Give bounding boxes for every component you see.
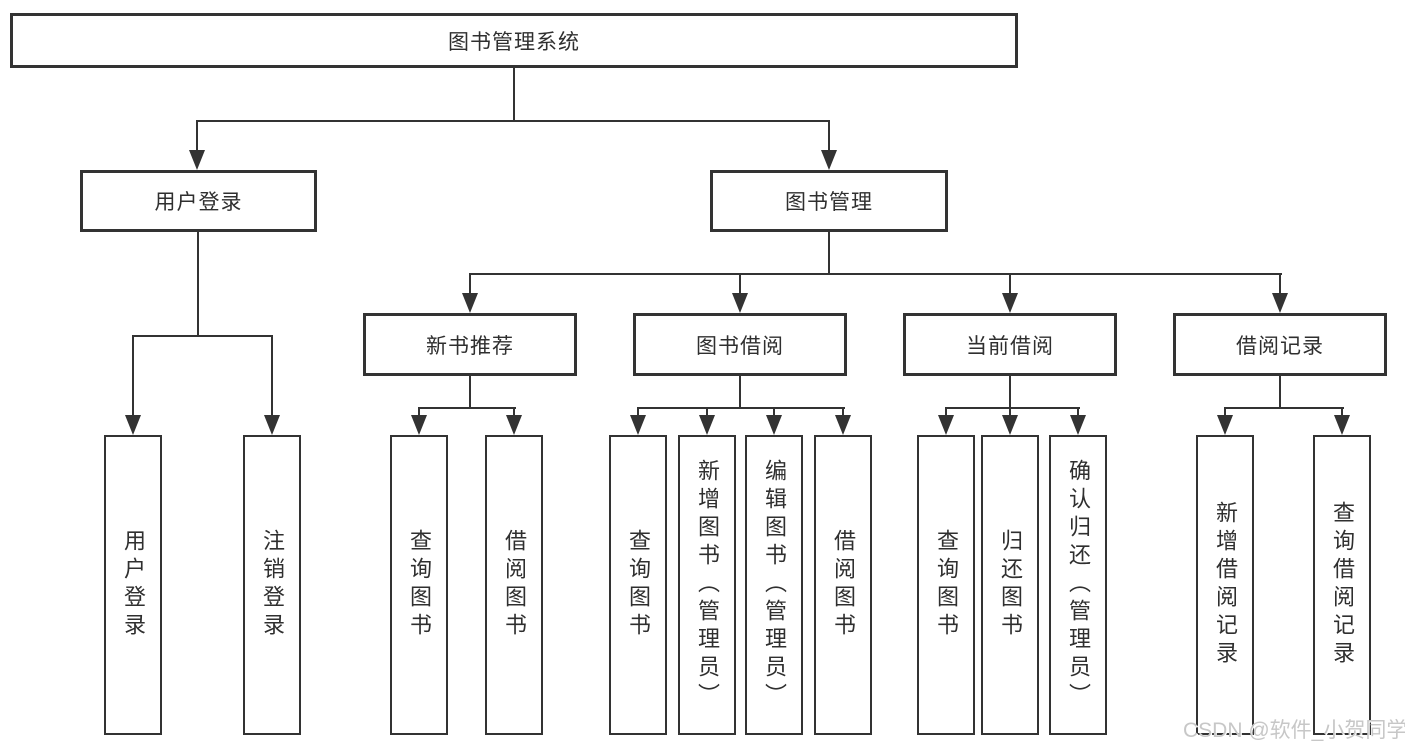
node-current-borrow: 当前借阅	[903, 313, 1117, 376]
arrow-to-book-borrow	[732, 273, 748, 313]
leaf-bookborrow-edit-admin: 编辑图书（管理员）	[745, 435, 803, 735]
connector-currentborrow-hline	[945, 407, 1080, 409]
leaf-records-query-label: 查询借阅记录	[1330, 501, 1355, 669]
leaf-bookborrow-query-label: 查询图书	[626, 529, 651, 641]
node-book-borrow-label: 图书借阅	[696, 334, 784, 358]
leaf-bookborrow-add-admin: 新增图书（管理员）	[678, 435, 736, 735]
arrow-bookborrow-borrow	[835, 407, 851, 435]
leaf-user-login: 用户登录	[104, 435, 162, 735]
connector-records-hline	[1224, 407, 1344, 409]
node-book-mgmt-label: 图书管理	[785, 191, 873, 214]
node-library-system-label: 图书管理系统	[448, 30, 580, 54]
leaf-newbooks-query: 查询图书	[390, 435, 448, 735]
connector-currentborrow-stem	[1009, 376, 1011, 407]
arrow-to-new-books	[462, 273, 478, 313]
leaf-logout-label: 注销登录	[260, 529, 285, 641]
csdn-watermark: CSDN @软件_小贺同学	[1183, 719, 1405, 742]
connector-root-stem	[513, 68, 515, 120]
node-library-system: 图书管理系统	[10, 13, 1018, 68]
leaf-records-add-label: 新增借阅记录	[1213, 501, 1238, 669]
arrow-current-confirm	[1070, 407, 1086, 435]
leaf-bookborrow-query: 查询图书	[609, 435, 667, 735]
leaf-current-return: 归还图书	[981, 435, 1039, 735]
arrow-bookborrow-query	[630, 407, 646, 435]
arrow-to-leaf-logout	[264, 335, 280, 435]
connector-root-hline	[196, 120, 830, 122]
connector-bookmgmt-hline	[469, 273, 1282, 275]
connector-bookmgmt-stem	[828, 232, 830, 273]
leaf-records-add: 新增借阅记录	[1196, 435, 1254, 735]
connector-newbooks-stem	[469, 376, 471, 407]
leaf-newbooks-query-label: 查询图书	[407, 529, 432, 641]
node-current-borrow-label: 当前借阅	[966, 334, 1054, 358]
arrow-records-add	[1217, 407, 1233, 435]
leaf-current-query-label: 查询图书	[934, 529, 959, 641]
node-book-mgmt: 图书管理	[710, 170, 948, 232]
leaf-current-query: 查询图书	[917, 435, 975, 735]
arrow-current-query	[938, 407, 954, 435]
node-user-login: 用户登录	[80, 170, 317, 232]
arrow-to-borrow-records	[1272, 273, 1288, 313]
leaf-bookborrow-add-admin-label: 新增图书（管理员）	[695, 459, 720, 711]
arrow-bookborrow-add	[699, 407, 715, 435]
arrow-current-return	[1002, 407, 1018, 435]
leaf-newbooks-borrow-label: 借阅图书	[502, 529, 527, 641]
connector-bookborrow-stem	[739, 376, 741, 407]
node-new-books: 新书推荐	[363, 313, 577, 376]
arrow-to-leaf-login	[125, 335, 141, 435]
node-user-login-label: 用户登录	[154, 191, 243, 214]
connector-bookborrow-hline	[637, 407, 845, 409]
connector-userlogin-stem	[197, 232, 199, 335]
leaf-newbooks-borrow: 借阅图书	[485, 435, 543, 735]
connector-records-stem	[1279, 376, 1281, 407]
leaf-bookborrow-borrow-label: 借阅图书	[831, 529, 856, 641]
leaf-bookborrow-borrow: 借阅图书	[814, 435, 872, 735]
connector-newbooks-hline	[418, 407, 516, 409]
leaf-user-login-label: 用户登录	[121, 529, 146, 641]
arrow-bookborrow-edit	[766, 407, 782, 435]
leaf-current-confirm-admin: 确认归还（管理员）	[1049, 435, 1107, 735]
arrow-newbooks-borrow	[506, 407, 522, 435]
node-new-books-label: 新书推荐	[426, 334, 514, 358]
arrow-to-book-mgmt	[821, 120, 837, 170]
leaf-logout: 注销登录	[243, 435, 301, 735]
arrow-to-user-login	[189, 120, 205, 170]
leaf-bookborrow-edit-admin-label: 编辑图书（管理员）	[762, 459, 787, 711]
connector-userlogin-hline	[132, 335, 273, 337]
arrow-newbooks-query	[411, 407, 427, 435]
node-book-borrow: 图书借阅	[633, 313, 847, 376]
node-borrow-records-label: 借阅记录	[1236, 334, 1324, 358]
leaf-records-query: 查询借阅记录	[1313, 435, 1371, 735]
leaf-current-confirm-admin-label: 确认归还（管理员）	[1066, 459, 1091, 711]
node-borrow-records: 借阅记录	[1173, 313, 1387, 376]
arrow-records-query	[1334, 407, 1350, 435]
leaf-current-return-label: 归还图书	[998, 529, 1023, 641]
arrow-to-current-borrow	[1002, 273, 1018, 313]
